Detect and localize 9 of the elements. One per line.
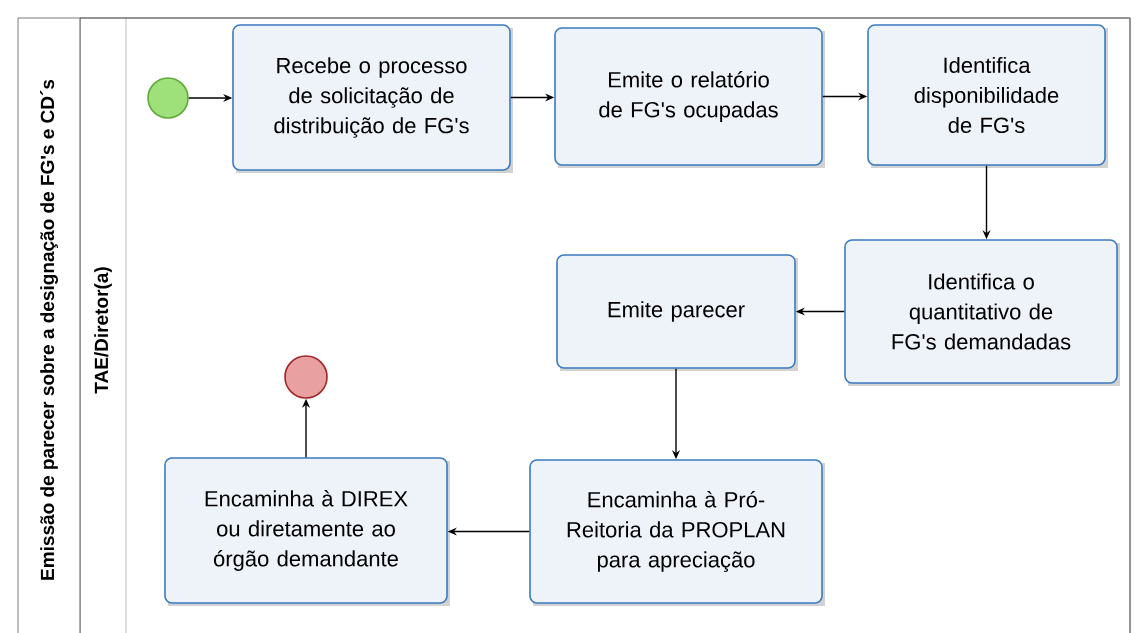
end-event-circle <box>284 355 328 399</box>
task-box: Emite o relatório de FG's ocupadas <box>554 27 825 168</box>
task-box: Emite parecer <box>556 254 798 371</box>
task-box: Recebe o processo de solicitação de distribuição de FG's <box>232 24 513 173</box>
task-box: Identifica disponibilidade de FG's <box>867 24 1108 168</box>
task-box: Encaminha à Pró-Reitoria da PROPLAN para apreciação <box>529 459 825 606</box>
task-box: Identifica o quantitativo de FG's demandadas <box>844 239 1120 386</box>
start-event-circle <box>147 77 189 119</box>
task-box: Encaminha à DIREX ou diretamente ao órgão demandante <box>164 457 450 606</box>
